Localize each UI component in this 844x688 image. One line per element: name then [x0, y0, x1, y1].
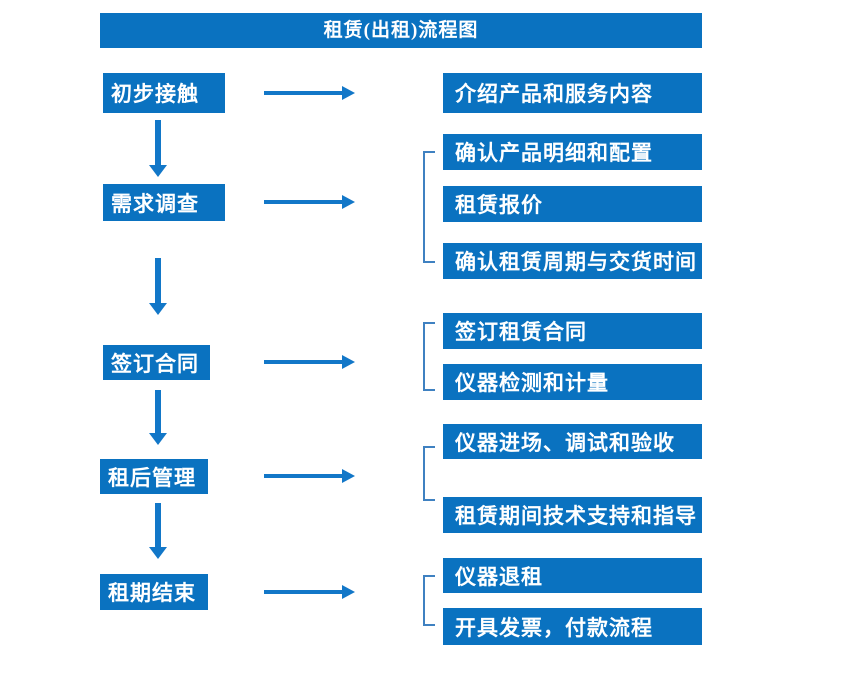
arrow-down-head-icon — [149, 433, 167, 445]
arrow-down-shaft — [155, 258, 161, 303]
output-box-3-2: 仪器检测和计量 — [443, 364, 702, 400]
output-box-2-2: 租赁报价 — [443, 186, 702, 222]
output-box-5-1: 仪器退租 — [443, 558, 702, 593]
step-box-1: 初步接触 — [103, 73, 225, 113]
arrow-down-shaft — [155, 503, 161, 547]
arrow-down-1 — [149, 120, 167, 177]
arrow-right-head-icon — [342, 469, 355, 483]
arrow-down-shaft — [155, 390, 161, 433]
arrow-right-shaft — [264, 360, 342, 364]
arrow-down-head-icon — [149, 303, 167, 315]
bracket-group-4 — [423, 446, 435, 501]
diagram-title: 租赁(出租)流程图 — [100, 13, 702, 48]
arrow-right-head-icon — [342, 585, 355, 599]
output-box-3-1: 签订租赁合同 — [443, 313, 702, 349]
arrow-down-3 — [149, 390, 167, 445]
arrow-down-head-icon — [149, 165, 167, 177]
arrow-right-1 — [264, 86, 355, 100]
arrow-right-shaft — [264, 200, 342, 204]
arrow-right-shaft — [264, 91, 342, 95]
step-box-2: 需求调查 — [103, 184, 225, 221]
arrow-right-3 — [264, 355, 355, 369]
step-box-5: 租期结束 — [100, 574, 208, 610]
arrow-down-2 — [149, 258, 167, 315]
output-box-1-1: 介绍产品和服务内容 — [443, 73, 702, 113]
output-box-4-2: 租赁期间技术支持和指导 — [443, 497, 702, 533]
arrow-down-head-icon — [149, 547, 167, 559]
output-box-5-2: 开具发票，付款流程 — [443, 608, 702, 645]
arrow-down-4 — [149, 503, 167, 559]
arrow-right-2 — [264, 195, 355, 209]
bracket-group-5 — [423, 575, 435, 626]
arrow-down-shaft — [155, 120, 161, 165]
arrow-right-head-icon — [342, 86, 355, 100]
output-box-4-1: 仪器进场、调试和验收 — [443, 424, 702, 459]
output-box-2-3: 确认租赁周期与交货时间 — [443, 243, 702, 279]
arrow-right-5 — [264, 585, 355, 599]
arrow-right-4 — [264, 469, 355, 483]
step-box-3: 签订合同 — [103, 345, 210, 380]
step-box-4: 租后管理 — [100, 459, 208, 494]
arrow-right-head-icon — [342, 195, 355, 209]
output-box-2-1: 确认产品明细和配置 — [443, 134, 702, 170]
bracket-group-3 — [423, 322, 435, 391]
arrow-right-shaft — [264, 590, 342, 594]
arrow-right-shaft — [264, 474, 342, 478]
bracket-group-2 — [423, 151, 435, 263]
arrow-right-head-icon — [342, 355, 355, 369]
